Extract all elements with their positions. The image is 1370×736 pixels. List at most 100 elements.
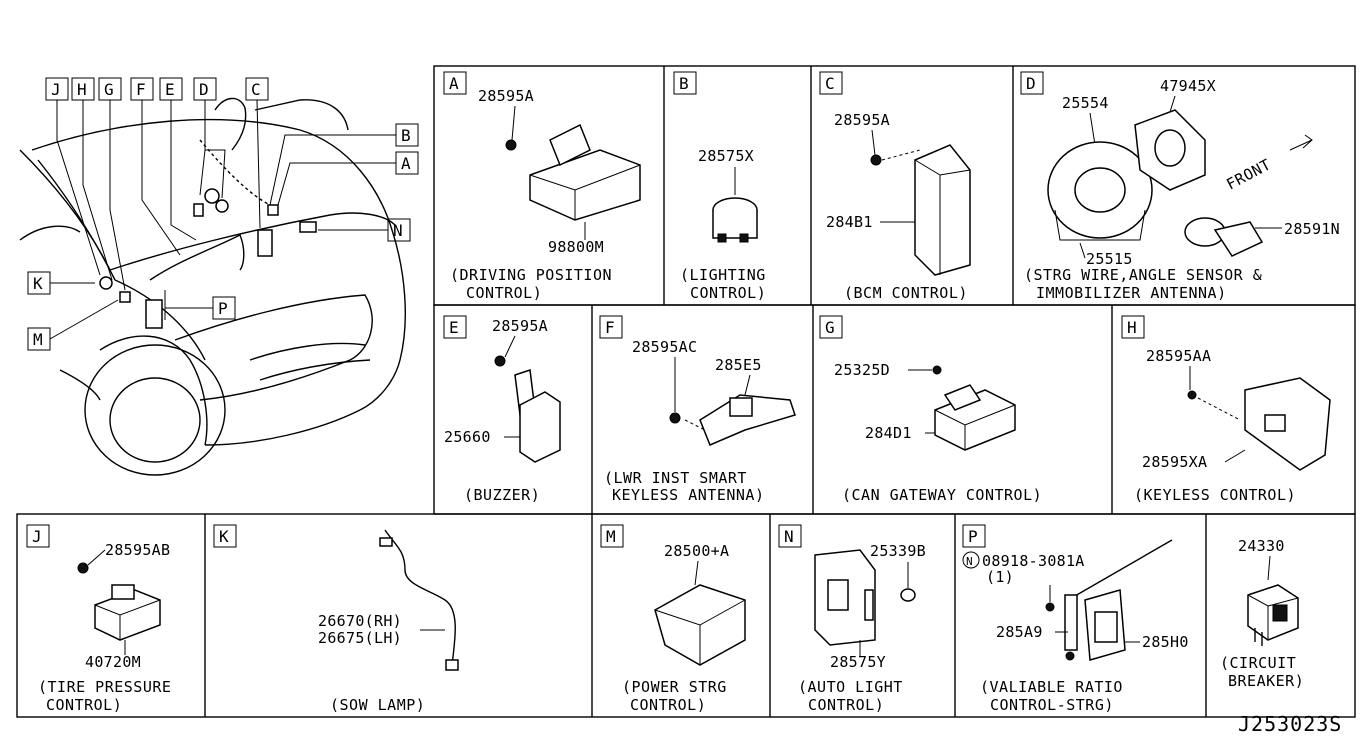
panel-E-caption: (BUZZER) <box>464 486 540 504</box>
panel-F-caption-2: KEYLESS ANTENNA) <box>612 486 765 504</box>
callout-A: A <box>401 154 411 173</box>
part-number: 28595AC <box>632 338 697 356</box>
callout-B: B <box>401 126 411 145</box>
panel-B-caption-2: CONTROL) <box>690 284 766 302</box>
callout-E: E <box>165 80 175 99</box>
panel-K-caption: (SOW LAMP) <box>330 696 425 714</box>
diagram-reference-code: J253023S <box>1238 712 1342 736</box>
part-number: 26670(RH) <box>318 612 402 630</box>
part-number: 98800M <box>548 238 604 256</box>
panel-N-caption-2: CONTROL) <box>808 696 884 714</box>
callout-P: P <box>218 299 228 318</box>
panel-G: G 25325D 284D1 (CAN GATEWAY CONTROL) <box>819 315 1042 504</box>
panel-M-letter: M <box>606 527 616 546</box>
panel-D-caption-1: (STRG WIRE,ANGLE SENSOR & <box>1024 266 1262 284</box>
panel-D-letter: D <box>1026 74 1036 93</box>
panel-H-letter: H <box>1127 318 1137 337</box>
panel-M-caption-2: CONTROL) <box>630 696 706 714</box>
panel-A-caption-2: CONTROL) <box>466 284 542 302</box>
panel-C-letter: C <box>825 74 835 93</box>
panel-P: P N 08918-3081A (1) 285A9 285H0 (VALIABL… <box>962 524 1189 714</box>
callout-K: K <box>33 274 43 293</box>
panel-E-letter: E <box>449 318 459 337</box>
front-label: FRONT <box>1223 155 1274 193</box>
panel-J-letter: J <box>32 527 42 546</box>
part-number: (1) <box>986 568 1014 586</box>
panel-G-letter: G <box>825 318 835 337</box>
callout-H: H <box>77 80 87 99</box>
panel-F-letter: F <box>605 318 615 337</box>
panel-circuit-breaker-caption-1: (CIRCUIT <box>1220 654 1296 672</box>
part-number: 285H0 <box>1142 633 1189 651</box>
part-number: 28595A <box>834 111 890 129</box>
panel-F-caption-1: (LWR INST SMART <box>604 469 747 487</box>
part-number: 28595XA <box>1142 453 1207 471</box>
panel-K: K 26670(RH) 26675(LH) (SOW LAMP) <box>213 524 459 714</box>
callout-leaders <box>49 99 396 340</box>
part-number: 08918-3081A <box>982 552 1085 570</box>
panel-circuit-breaker: 24330 (CIRCUIT BREAKER) <box>1220 537 1304 690</box>
panel-B-letter: B <box>679 74 689 93</box>
panel-circuit-breaker-caption-2: BREAKER) <box>1228 672 1304 690</box>
panel-C: C 28595A 284B1 (BCM CONTROL) <box>819 71 971 302</box>
callout-boxes: J H G F E D C B A N K P M <box>27 77 419 351</box>
part-number: 28575Y <box>830 653 886 671</box>
panel-grid <box>16 65 1356 718</box>
part-number: 25554 <box>1062 94 1109 112</box>
part-number: 284D1 <box>865 424 912 442</box>
part-number: 28500+A <box>664 542 729 560</box>
vehicle-overview: J H G F E D C B A N K P M <box>19 77 419 476</box>
panel-D: D 25554 47945X FRONT 28591N 25515 (STRG … <box>1020 71 1340 302</box>
panel-A: A 28595A 98800M (DRIVING POSITION CONTRO… <box>443 71 641 302</box>
part-number: 26675(LH) <box>318 629 402 647</box>
panel-A-letter: A <box>449 74 459 93</box>
part-number: 25325D <box>834 361 890 379</box>
panel-P-caption-2: CONTROL-STRG) <box>990 696 1114 714</box>
part-number: 285A9 <box>996 623 1043 641</box>
part-number: 47945X <box>1160 77 1216 95</box>
part-number: 25339B <box>870 542 926 560</box>
part-number: 25660 <box>444 428 491 446</box>
panel-H: H 28595AA 28595XA (KEYLESS CONTROL) <box>1121 315 1331 504</box>
callout-N: N <box>393 221 403 240</box>
panel-J: J 28595AB 40720M (TIRE PRESSURE CONTROL) <box>26 524 171 714</box>
panel-N-letter: N <box>784 527 794 546</box>
part-number: 40720M <box>85 653 141 671</box>
panel-K-letter: K <box>219 527 229 546</box>
callout-J: J <box>51 80 61 99</box>
callout-C: C <box>251 80 261 99</box>
panel-J-caption-1: (TIRE PRESSURE <box>38 678 171 696</box>
panel-P-caption-1: (VALIABLE RATIO <box>980 678 1123 696</box>
callout-M: M <box>33 330 43 349</box>
part-number: 28595AA <box>1146 347 1211 365</box>
panel-C-caption: (BCM CONTROL) <box>844 284 968 302</box>
svg-text:N: N <box>966 555 973 568</box>
part-number: 28591N <box>1284 220 1340 238</box>
panel-N: N 25339B 28575Y (AUTO LIGHT CONTROL) <box>778 524 926 714</box>
panel-E: E 28595A 25660 (BUZZER) <box>443 315 561 504</box>
callout-F: F <box>136 80 146 99</box>
callout-D: D <box>199 80 209 99</box>
part-number: 25515 <box>1086 250 1133 268</box>
panel-M: M 28500+A (POWER STRG CONTROL) <box>600 524 746 714</box>
panel-A-caption-1: (DRIVING POSITION <box>450 266 612 284</box>
panel-G-caption: (CAN GATEWAY CONTROL) <box>842 486 1042 504</box>
panel-D-caption-2: IMMOBILIZER ANTENNA) <box>1036 284 1227 302</box>
callout-G: G <box>104 80 114 99</box>
part-number: 28595A <box>492 317 548 335</box>
panel-B-caption-1: (LIGHTING <box>680 266 766 284</box>
part-number: 28595AB <box>105 541 170 559</box>
part-number: 285E5 <box>715 356 762 374</box>
panel-J-caption-2: CONTROL) <box>46 696 122 714</box>
panel-N-caption-1: (AUTO LIGHT <box>798 678 903 696</box>
part-number: 284B1 <box>826 213 873 231</box>
panel-M-caption-1: (POWER STRG <box>622 678 727 696</box>
panel-P-letter: P <box>968 527 978 546</box>
part-number: 28575X <box>698 147 754 165</box>
panel-H-caption: (KEYLESS CONTROL) <box>1134 486 1296 504</box>
panel-F: F 28595AC 285E5 (LWR INST SMART KEYLESS … <box>599 315 796 504</box>
part-number: 28595A <box>478 87 534 105</box>
panel-B: B 28575X (LIGHTING CONTROL) <box>673 71 766 302</box>
part-number: 24330 <box>1238 537 1285 555</box>
